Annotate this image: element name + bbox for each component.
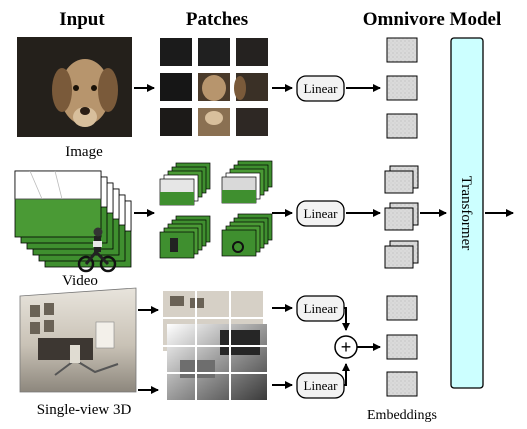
input-image-dog bbox=[17, 37, 132, 137]
input-video-frames bbox=[14, 170, 132, 273]
embedding-image-1 bbox=[386, 37, 418, 63]
arrow-rgb-linear-to-sum bbox=[342, 307, 350, 331]
label-embeddings: Embeddings bbox=[367, 408, 437, 423]
rgbd-patches bbox=[163, 291, 267, 400]
sum-symbol: + bbox=[341, 337, 352, 357]
linear-block-depth: Linear bbox=[296, 372, 345, 399]
linear-label-video: Linear bbox=[304, 206, 339, 221]
video-patches-tubes bbox=[159, 160, 273, 259]
embedding-video-1 bbox=[384, 165, 419, 194]
linear-label-depth: Linear bbox=[304, 378, 339, 393]
embedding-video-2 bbox=[384, 202, 419, 231]
linear-label-image: Linear bbox=[304, 81, 339, 96]
transformer-block: Transformer bbox=[450, 37, 484, 389]
embedding-3d-2 bbox=[386, 334, 418, 360]
label-image: Image bbox=[65, 144, 103, 160]
arrow-depth-linear-to-sum bbox=[342, 363, 350, 386]
embedding-3d-1 bbox=[386, 295, 418, 321]
embedding-3d-3 bbox=[386, 371, 418, 397]
linear-block-image: Linear bbox=[296, 75, 345, 102]
label-video: Video bbox=[62, 273, 98, 289]
sum-node: + bbox=[334, 335, 358, 359]
transformer-label: Transformer bbox=[458, 176, 474, 250]
input-single-view-3d-room bbox=[19, 287, 137, 393]
linear-label-rgb: Linear bbox=[304, 301, 339, 316]
embedding-video-3 bbox=[384, 240, 419, 269]
linear-block-video: Linear bbox=[296, 200, 345, 227]
label-single-view-3d: Single-view 3D bbox=[37, 402, 132, 418]
embedding-image-3 bbox=[386, 113, 418, 139]
embedding-image-2 bbox=[386, 75, 418, 101]
header-omnivore-model: Omnivore Model bbox=[363, 9, 501, 30]
image-patches-grid bbox=[160, 38, 268, 136]
linear-block-rgb: Linear bbox=[296, 295, 345, 322]
header-patches: Patches bbox=[186, 9, 248, 30]
header-input: Input bbox=[59, 9, 105, 30]
